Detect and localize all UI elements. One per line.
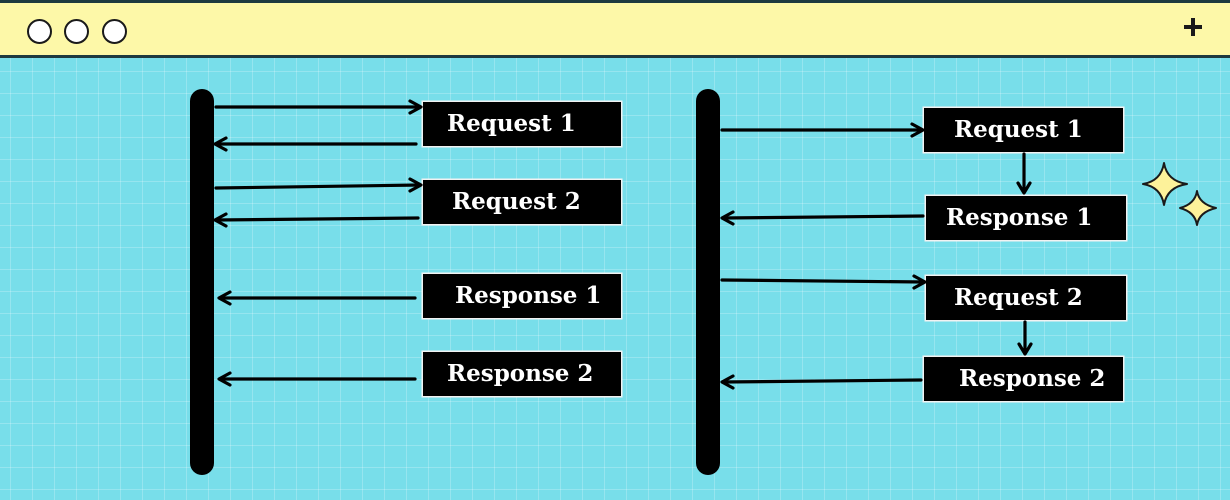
box-label: Request 2 — [452, 188, 581, 215]
right-response-1-arrow — [720, 210, 925, 226]
sparkle-icon — [1142, 162, 1217, 226]
box-label: Response 2 — [959, 365, 1106, 392]
box-label: Request 2 — [954, 284, 1083, 311]
left-request-1-return-arrow — [213, 136, 418, 152]
left-response-2-arrow — [217, 371, 417, 387]
arrows-layer — [213, 99, 1217, 390]
box-label: Response 1 — [946, 204, 1093, 231]
box-label: Request 1 — [954, 116, 1083, 143]
right-request-2-to-response-2-arrow — [1017, 320, 1033, 356]
box-label: Response 2 — [447, 360, 594, 387]
right-response-2-arrow — [720, 374, 923, 390]
title-bar — [0, 3, 1230, 58]
right-request-2-box: Request 2 — [926, 276, 1126, 320]
left-response-1-box: Response 1 — [423, 274, 621, 318]
left-lifeline — [190, 89, 214, 475]
left-request-1-box: Request 1 — [423, 102, 621, 146]
right-request-1-to-response-1-arrow — [1016, 152, 1032, 195]
right-response-2-box: Response 2 — [924, 357, 1123, 401]
left-response-2-box: Response 2 — [423, 352, 621, 396]
plus-icon[interactable] — [1182, 16, 1204, 38]
right-request-1-arrow — [720, 122, 925, 138]
left-request-2-arrow — [214, 177, 423, 193]
left-request-2-box: Request 2 — [423, 180, 621, 224]
right-lifeline — [696, 89, 720, 475]
right-request-2-arrow — [720, 274, 927, 290]
box-label: Response 1 — [455, 282, 602, 309]
window-dot-icon[interactable] — [27, 19, 52, 44]
left-request-1-arrow — [214, 99, 423, 115]
window-dot-icon[interactable] — [64, 19, 89, 44]
left-request-2-return-arrow — [213, 212, 420, 228]
left-response-1-arrow — [217, 290, 417, 306]
right-response-1-box: Response 1 — [926, 196, 1126, 240]
box-label: Request 1 — [447, 110, 576, 137]
right-request-1-box: Request 1 — [924, 108, 1123, 152]
window-dot-icon[interactable] — [102, 19, 127, 44]
